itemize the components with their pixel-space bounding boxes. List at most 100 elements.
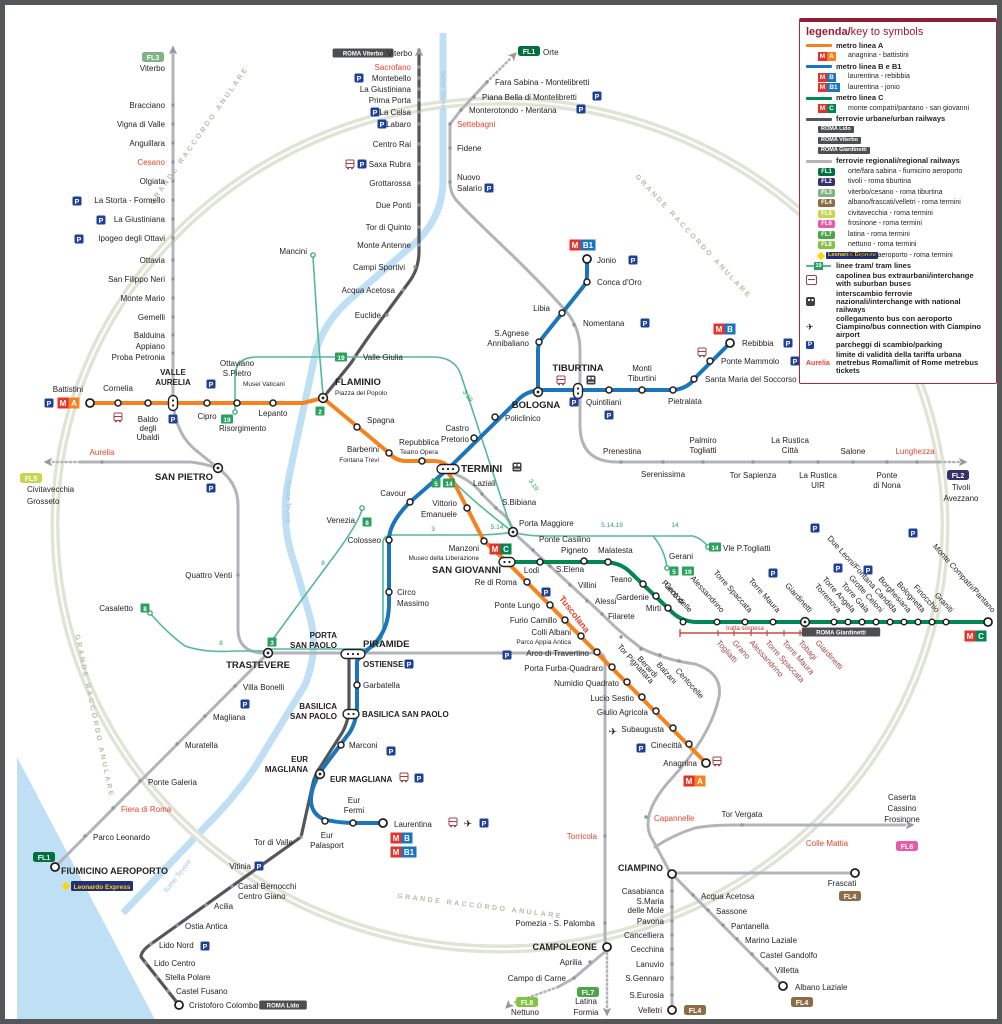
bus-wheel: [703, 355, 705, 358]
station-label: Conca d'Oro: [597, 278, 642, 287]
station-label: FIUMICINO AEROPORTO: [61, 866, 168, 876]
station-label: Villetta: [775, 966, 799, 975]
station-label: Monte Antenne: [357, 241, 411, 250]
station-label: 3.19: [527, 478, 540, 493]
rail-stop: [740, 823, 744, 827]
metro-station: [638, 693, 646, 701]
line-swatch: [806, 44, 836, 47]
station-label: Battistini: [53, 385, 83, 394]
p-letter: P: [911, 531, 916, 538]
station-label: Serenissima: [641, 470, 686, 479]
line-fl1-ne: [448, 80, 582, 392]
chip-box: [682, 566, 694, 576]
rail-stop: [233, 684, 237, 688]
bus-wheel: [401, 780, 403, 783]
rail-stop: [585, 599, 589, 603]
station-label: Eur: [348, 796, 361, 805]
p-box: [810, 523, 820, 533]
fl-line-badge: FL5: [20, 473, 42, 483]
station-label: Lucio Sestio: [590, 694, 634, 703]
bus-interchange-icon: [113, 412, 123, 423]
bus-wheel: [119, 420, 121, 423]
rail-stop: [750, 952, 754, 956]
chip-text: 14: [445, 481, 453, 488]
line-tram2: [312, 256, 324, 396]
station-label: 5.14: [491, 524, 504, 531]
station-label: Tiburtini: [628, 374, 656, 383]
chip-box: [221, 414, 233, 424]
tram-terminus: [359, 505, 365, 511]
pill-dot: [441, 467, 445, 471]
m-line-box: [975, 630, 987, 642]
station-label: Pantanella: [731, 922, 769, 931]
leonardo-express-badge: Leonardo Express: [61, 881, 133, 891]
rail-stop: [417, 243, 421, 247]
parking-badge: P: [377, 119, 387, 129]
legend-row-text: interscambio ferrovie nazionali/intercha…: [836, 288, 961, 314]
metro-station: [385, 449, 393, 457]
rail-stop: [670, 947, 674, 951]
station-label: Viterbo: [387, 49, 413, 58]
pill-dot: [171, 399, 175, 402]
rail-stop: [83, 834, 87, 838]
p-box: [200, 941, 210, 951]
train-window: [588, 377, 591, 380]
tram-terminus: [664, 565, 670, 571]
station-label: Formia: [574, 1008, 599, 1017]
fl-text: FL1: [523, 49, 536, 56]
chip-box: [335, 352, 347, 362]
station-label: Grottarossa: [369, 179, 411, 188]
pill-body: [342, 708, 360, 720]
station-label: Campi Sportivi: [353, 263, 405, 272]
station-label: Laurentina: [394, 820, 432, 829]
station-label: Centocelle: [674, 666, 706, 701]
station-label: Balduina: [134, 331, 166, 340]
m-line-letter: C: [503, 545, 509, 554]
parking-badge: P: [370, 107, 380, 117]
line-dashed: [485, 57, 512, 84]
legend-row-text: capolinea bus extraurbani/interchange wi…: [836, 271, 974, 288]
station-label: Avezzano: [944, 494, 980, 503]
rail-stop: [353, 355, 357, 359]
bus-wheel: [558, 383, 560, 386]
parking-badge: P: [74, 234, 84, 244]
tram-chip: 19: [221, 414, 233, 424]
fl-box: [518, 46, 540, 56]
m-line-box: [694, 775, 706, 787]
rail-stop: [417, 203, 421, 207]
station-label: Circo: [397, 588, 416, 597]
line-terminus: [667, 1005, 677, 1015]
rail-stop: [171, 258, 175, 262]
parking-badge: P: [96, 215, 106, 225]
station-label: 5.14.19: [601, 522, 623, 529]
station-label: La Storta - Formello: [94, 196, 165, 205]
legend-row: ROMA Giardinetti: [806, 146, 990, 155]
interchange-dot: [511, 530, 515, 534]
fl-box: [577, 987, 599, 997]
station-label: Saxa Rubra: [369, 160, 412, 169]
interchange-dot: [321, 396, 325, 400]
metro-station: [623, 678, 631, 686]
pill-dot: [171, 404, 175, 407]
rail-stop: [138, 779, 142, 783]
station-label: SAN PAOLO: [290, 641, 337, 650]
urban-rail-badge: ROMA Lido: [259, 1000, 307, 1010]
station-label: tratta sospesa: [726, 626, 764, 632]
station-label: Vittorio: [432, 499, 457, 508]
metro-c-station: [928, 618, 936, 626]
station-label: Repubblica: [399, 438, 440, 447]
m-box: [390, 846, 402, 858]
station-label: S.Agnese: [494, 329, 529, 338]
chip-text: 19: [223, 417, 231, 424]
fl-line-badge: FL1: [33, 852, 55, 862]
bus-wheel: [115, 420, 117, 423]
fl-line-badge: FL3: [142, 52, 164, 62]
metro-station: [706, 357, 714, 365]
metro-station: [491, 413, 499, 421]
fl-box: [947, 470, 969, 480]
station-label: 8: [321, 560, 325, 567]
